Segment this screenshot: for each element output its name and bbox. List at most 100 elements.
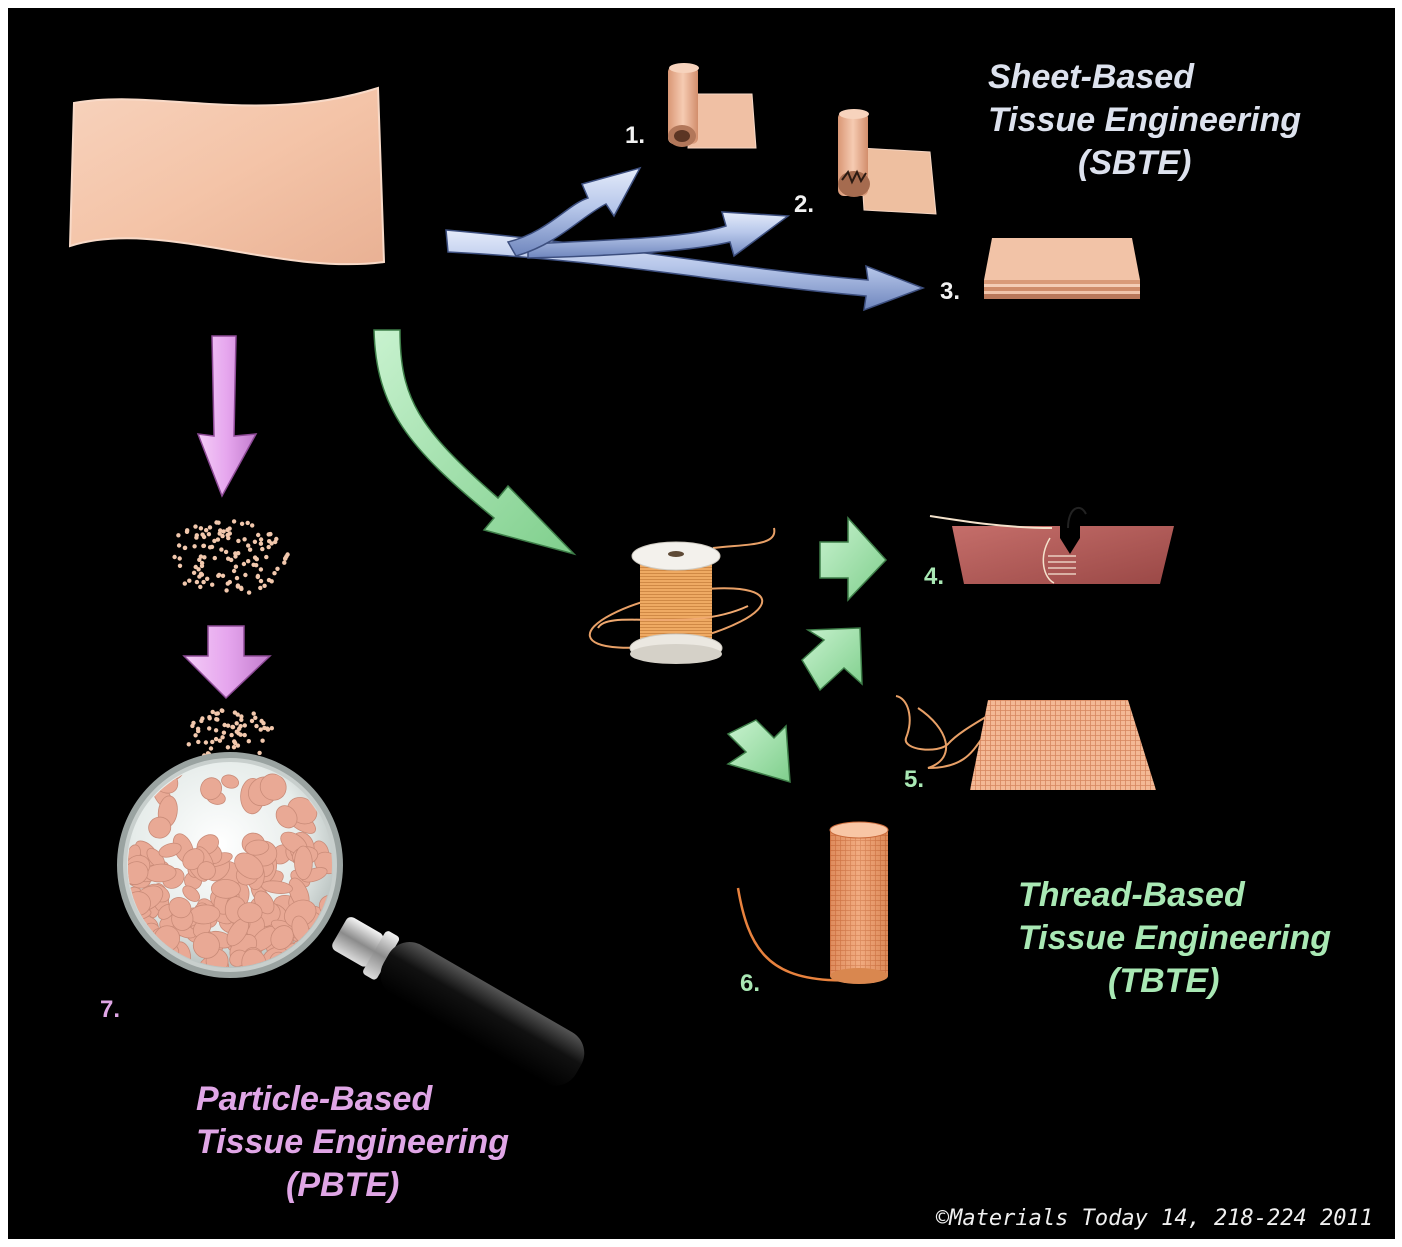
particle (226, 581, 230, 585)
particle (219, 547, 223, 551)
particle (226, 533, 230, 537)
particle (214, 737, 218, 741)
diagram-graphics (8, 8, 1395, 1239)
particle (259, 719, 263, 723)
particle (229, 733, 233, 737)
pbte-title-line-1: Particle-Based (196, 1078, 509, 1121)
particle (221, 574, 225, 578)
particle (192, 544, 196, 548)
particle (258, 586, 262, 590)
particle (236, 712, 240, 716)
particle (207, 532, 211, 536)
pbte-title: Particle-Based Tissue Engineering (PBTE) (196, 1078, 509, 1207)
particle (274, 537, 278, 541)
particle (246, 543, 250, 547)
particle (202, 555, 206, 559)
particle (209, 746, 213, 750)
particle (270, 726, 274, 730)
particle (194, 535, 198, 539)
particle (259, 567, 263, 571)
thread-spool (585, 528, 774, 664)
sbte-title-line-2: Tissue Engineering (988, 99, 1301, 142)
particle (200, 561, 204, 565)
particle (215, 717, 219, 721)
particle (240, 522, 244, 526)
label-3: 3. (940, 278, 960, 306)
particle (255, 557, 259, 561)
pbte-title-line-2: Tissue Engineering (196, 1121, 509, 1164)
particle (246, 559, 250, 563)
particle (247, 739, 251, 743)
source-sheet (70, 88, 384, 264)
particle (196, 567, 200, 571)
particle (178, 564, 182, 568)
magnified-particle (294, 846, 312, 880)
particle (232, 569, 236, 573)
particle (226, 745, 230, 749)
particle (236, 539, 240, 543)
sbte-title-line-3: (SBTE) (988, 142, 1301, 185)
woven-tube (738, 822, 888, 984)
particle (218, 531, 222, 535)
particle (267, 532, 271, 536)
particle (267, 539, 271, 543)
particle (275, 567, 279, 571)
particle (272, 571, 276, 575)
particle (250, 523, 254, 527)
particle (247, 590, 251, 594)
particle (202, 535, 206, 539)
particle (214, 728, 218, 732)
particle (236, 731, 240, 735)
pbte-block-arrow (184, 626, 270, 698)
particle (233, 554, 237, 558)
particle (183, 546, 187, 550)
particle (235, 721, 239, 725)
sbte-title-line-1: Sheet-Based (988, 56, 1301, 99)
particle (252, 711, 256, 715)
particle (243, 733, 247, 737)
magnified-particle (238, 902, 263, 922)
particle (262, 584, 266, 588)
particle (264, 555, 268, 559)
magnified-particle (123, 941, 145, 964)
woven-mesh-sheet (896, 696, 1156, 790)
label-6: 6. (740, 970, 760, 998)
particle (207, 715, 211, 719)
particle (224, 550, 228, 554)
particle (259, 579, 263, 583)
particle (210, 583, 214, 587)
particle (172, 555, 176, 559)
particle (196, 740, 200, 744)
particle (234, 565, 238, 569)
particle (196, 729, 200, 733)
label-2: 2. (794, 191, 814, 219)
particle (199, 526, 203, 530)
figure-frame: Sheet-Based Tissue Engineering (SBTE) Th… (8, 8, 1395, 1239)
particle (243, 723, 247, 727)
label-1: 1. (625, 122, 645, 150)
particle (267, 545, 271, 549)
particle (285, 552, 289, 556)
particle (259, 542, 263, 546)
stacked-sheet-layers (984, 238, 1140, 299)
particle (212, 539, 216, 543)
tbte-title-line-1: Thread-Based (1018, 874, 1331, 917)
particle (199, 719, 203, 723)
particle (202, 544, 206, 548)
particle (229, 558, 233, 562)
particle (282, 561, 286, 565)
particle (204, 740, 208, 744)
particle (193, 733, 197, 737)
particle (270, 579, 274, 583)
particle (239, 718, 243, 722)
particle (220, 708, 224, 712)
particle (210, 740, 214, 744)
tbte-block-arrows (728, 518, 886, 784)
particle (201, 580, 205, 584)
particle (222, 731, 226, 735)
particle (193, 524, 197, 528)
magnifying-glass (114, 753, 593, 1095)
particle (253, 716, 257, 720)
particle (205, 577, 209, 581)
particle (238, 724, 242, 728)
